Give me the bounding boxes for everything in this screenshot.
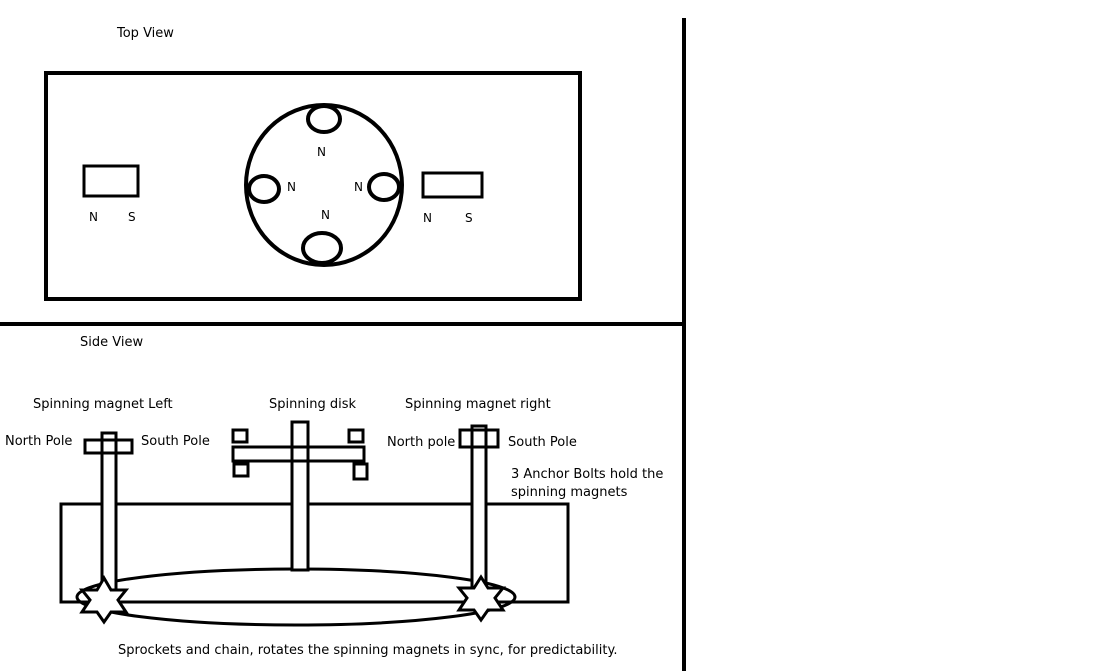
- sprockets-caption: Sprockets and chain, rotates the spinnin…: [118, 643, 618, 658]
- disk-magnet-right: [367, 172, 401, 202]
- side-view-base: [59, 502, 570, 604]
- right-magnet-top: [421, 171, 484, 199]
- spinning-disk-label: Spinning disk: [269, 397, 356, 412]
- disk-pole-top-label: N: [317, 145, 326, 159]
- anchor-note-line2: spinning magnets: [511, 485, 628, 500]
- top-view-base: [44, 71, 582, 301]
- side-view-title: Side View: [80, 335, 144, 350]
- left-magnet-s-label: S: [128, 210, 136, 224]
- left-magnet-shaft: [100, 431, 118, 597]
- right-magnet-n-label: N: [423, 211, 432, 225]
- disk-pole-right-label: N: [354, 180, 363, 194]
- disk-pole-left-label: N: [287, 180, 296, 194]
- disk-magnet-block-tr: [347, 428, 365, 444]
- disk-spindle: [290, 420, 310, 572]
- right-magnet-shaft: [470, 424, 488, 596]
- disk-magnet-top: [306, 104, 342, 134]
- left-magnet-n-label: N: [89, 210, 98, 224]
- spinning-magnet-right-label: Spinning magnet right: [405, 397, 551, 412]
- south-pole-right-label: South Pole: [508, 435, 577, 450]
- north-pole-left-label: North Pole: [5, 434, 73, 449]
- right-magnet-s-label: S: [465, 211, 473, 225]
- anchor-note-line1: 3 Anchor Bolts hold the: [511, 467, 664, 482]
- left-magnet-top: [82, 164, 140, 198]
- north-pole-right-label: North pole: [387, 435, 456, 450]
- disk-magnet-block-tl: [231, 428, 249, 444]
- disk-pole-bottom-label: N: [321, 208, 330, 222]
- south-pole-left-label: South Pole: [141, 434, 210, 449]
- right-sprocket-icon: [455, 574, 507, 623]
- left-sprocket-icon: [78, 575, 130, 625]
- right-magnet-bar: [458, 428, 500, 449]
- disk-magnet-block-br: [352, 462, 369, 481]
- disk-magnet-block-bl: [232, 462, 250, 478]
- disk-magnet-left: [247, 174, 281, 204]
- chain-loop: [75, 567, 517, 627]
- top-view-title: Top View: [117, 26, 174, 41]
- disk-crossbar: [231, 445, 366, 463]
- spinning-magnet-left-label: Spinning magnet Left: [33, 397, 173, 412]
- disk-magnet-bottom: [301, 231, 343, 265]
- left-magnet-bar: [83, 438, 134, 455]
